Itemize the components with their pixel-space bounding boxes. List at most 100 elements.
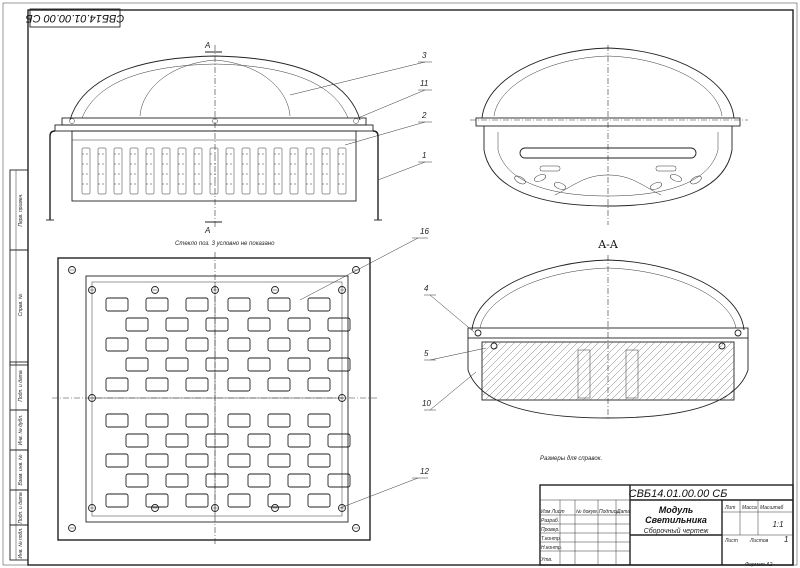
- fin: [321, 147, 331, 195]
- hatch-line: [554, 341, 614, 401]
- led-cell: [327, 473, 351, 488]
- led-cell: [165, 473, 189, 488]
- screw: [338, 394, 346, 402]
- col-mass: Масса: [742, 505, 757, 511]
- hatch-line: [722, 388, 735, 401]
- led-cell: [205, 357, 229, 372]
- hatch-line: [526, 341, 586, 401]
- hatch-line: [481, 341, 523, 383]
- hatch-line: [603, 341, 663, 401]
- led-cell: [205, 317, 229, 332]
- led-cell: [327, 317, 351, 332]
- screw: [338, 286, 346, 294]
- stamp-sprav: Справ. №: [18, 293, 24, 316]
- screw: [68, 524, 76, 532]
- led-cell: [227, 377, 251, 392]
- plan-screws: [68, 266, 360, 532]
- hatch-line: [481, 341, 537, 397]
- pos-12: 12: [420, 467, 429, 476]
- hatch-line: [652, 341, 712, 401]
- led-cell: [145, 297, 169, 312]
- led-cell: [247, 357, 271, 372]
- screw: [211, 504, 219, 512]
- screw: [88, 504, 96, 512]
- led-cell: [287, 357, 311, 372]
- led-cell: [145, 337, 169, 352]
- hatch-line: [484, 341, 544, 401]
- stamp-vzam-inv: Взам. инв. №: [18, 454, 24, 486]
- fin: [97, 147, 107, 195]
- plan-module-cells: [105, 297, 351, 508]
- led-cell: [185, 493, 209, 508]
- hatch-line: [519, 341, 579, 401]
- rotated-code-text: СВБ14.01.00.00 СБ: [26, 12, 125, 24]
- led-cell: [227, 453, 251, 468]
- leaders-section: 4 5 10: [422, 284, 487, 411]
- screw: [271, 286, 279, 294]
- row-nkontr: Н.контр.: [541, 545, 562, 551]
- heatsink-fins: [81, 147, 347, 195]
- led-cell: [145, 493, 169, 508]
- led-cell: [267, 493, 291, 508]
- pos-3: 3: [422, 51, 427, 60]
- title-doc-type: Сборочный чертеж: [644, 527, 710, 535]
- side-view: [470, 45, 748, 225]
- led-cell: [205, 433, 229, 448]
- led-cell: [307, 337, 331, 352]
- led-cell: [125, 473, 149, 488]
- led-cell: [327, 357, 351, 372]
- fin: [113, 147, 123, 195]
- screw: [338, 504, 346, 512]
- fin: [241, 147, 251, 195]
- hatch-line: [589, 341, 649, 401]
- led-cell: [227, 413, 251, 428]
- led-cell: [287, 433, 311, 448]
- screw: [352, 524, 360, 532]
- led-cell: [185, 377, 209, 392]
- scale-value: 1:1: [772, 520, 783, 529]
- led-cell: [185, 413, 209, 428]
- hatch-line: [481, 341, 502, 362]
- row-prover: Провер.: [541, 527, 560, 533]
- stamp-perv-primen: Перв. примен.: [18, 193, 24, 226]
- hatch-line: [729, 395, 735, 401]
- led-cell: [205, 473, 229, 488]
- led-cell: [105, 297, 129, 312]
- leaders-front: 3 11 2 1: [289, 51, 432, 181]
- note-glass: Стекло поз. 3 условно не показано: [175, 241, 275, 247]
- cut-letter-top: A: [204, 41, 210, 50]
- led-cell: [185, 453, 209, 468]
- pos-10: 10: [422, 399, 431, 408]
- hatch-line: [708, 374, 735, 401]
- led-cell: [145, 453, 169, 468]
- hatch-line: [715, 381, 735, 401]
- led-cell: [267, 297, 291, 312]
- format-label: Формат А2: [745, 562, 773, 568]
- led-cell: [105, 413, 129, 428]
- fin: [145, 147, 155, 195]
- led-cell: [105, 453, 129, 468]
- pos-1: 1: [422, 151, 426, 160]
- section-label: A-A: [597, 238, 619, 251]
- fin: [193, 147, 203, 195]
- row-tkontr: Т.контр.: [541, 536, 561, 542]
- pos-4: 4: [424, 284, 429, 293]
- fin: [81, 147, 91, 195]
- screw: [151, 286, 159, 294]
- screw: [88, 394, 96, 402]
- hatch-line: [533, 341, 593, 401]
- screw: [68, 266, 76, 274]
- fin: [273, 147, 283, 195]
- stamp-inv-podl: Инв. № подл.: [18, 527, 24, 558]
- section-cut-marks: A A: [204, 41, 222, 235]
- title-name-2: Светильника: [645, 515, 707, 525]
- led-cell: [267, 413, 291, 428]
- led-cell: [227, 337, 251, 352]
- col-sign: Подпись: [599, 509, 619, 515]
- led-cell: [287, 473, 311, 488]
- led-cell: [327, 433, 351, 448]
- led-cell: [165, 317, 189, 332]
- title-name-1: Модуль: [659, 505, 694, 515]
- drawing-frame: [27, 9, 794, 566]
- cut-letter-bottom: A: [204, 226, 210, 235]
